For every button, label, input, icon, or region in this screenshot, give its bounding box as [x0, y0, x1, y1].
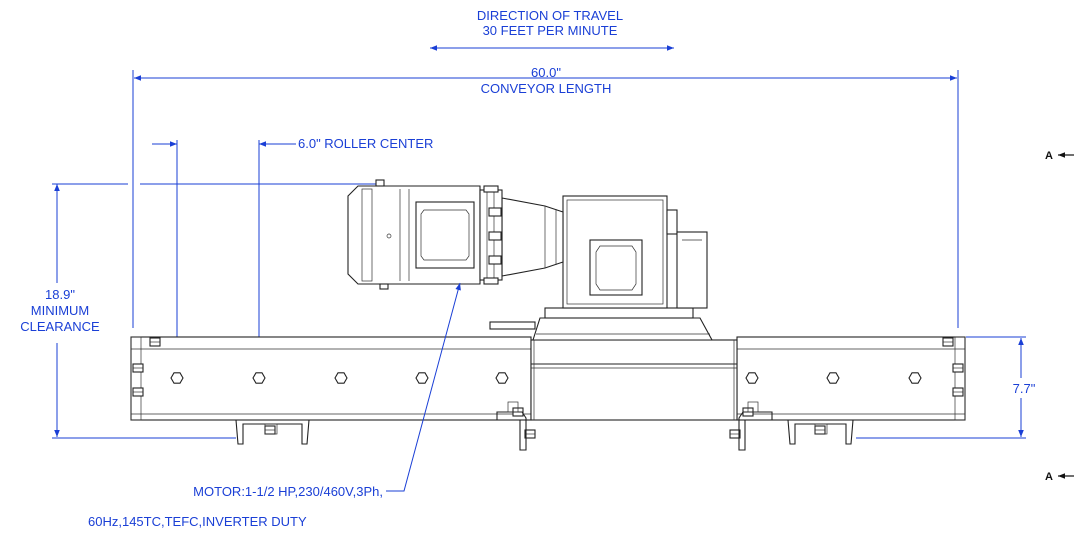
height-value: 7.7"	[1013, 381, 1036, 396]
roller-nut-1	[170, 372, 184, 384]
section-marker-top-letter: A	[1045, 150, 1053, 162]
clearance-label-line2: CLEARANCE	[20, 319, 100, 334]
section-marker-bottom-letter: A	[1045, 471, 1053, 483]
conveyor-frame	[130, 336, 966, 421]
motor-note-line1: MOTOR:1-1/2 HP,230/460V,3Ph,	[193, 484, 383, 499]
roller-nut-2	[252, 372, 266, 384]
clearance-value: 18.9"	[45, 287, 75, 302]
gearbox	[562, 195, 708, 309]
center-brackets	[496, 401, 773, 451]
coupling-adapter	[501, 197, 564, 277]
roller-label: 6.0" ROLLER CENTER	[298, 136, 433, 151]
drive-motor	[347, 179, 503, 290]
drive-base-plate	[489, 307, 713, 341]
frame-fasteners	[132, 337, 964, 439]
roller-nut-7	[826, 372, 840, 384]
clearance-label-line1: MINIMUM	[31, 303, 90, 318]
roller-nut-6	[745, 372, 759, 384]
support-foot-left	[235, 419, 310, 445]
length-label: CONVEYOR LENGTH	[481, 81, 612, 96]
travel-label-line1: DIRECTION OF TRAVEL	[477, 8, 623, 23]
roller-nuts	[170, 372, 922, 384]
roller-nut-8	[908, 372, 922, 384]
roller-nut-5	[495, 372, 509, 384]
travel-label-line2: 30 FEET PER MINUTE	[483, 23, 618, 38]
support-foot-right	[787, 419, 854, 445]
roller-nut-3	[334, 372, 348, 384]
roller-nut-4	[415, 372, 429, 384]
motor-note-line2: 60Hz,145TC,TEFC,INVERTER DUTY	[88, 514, 307, 529]
motor-leader	[386, 282, 461, 492]
